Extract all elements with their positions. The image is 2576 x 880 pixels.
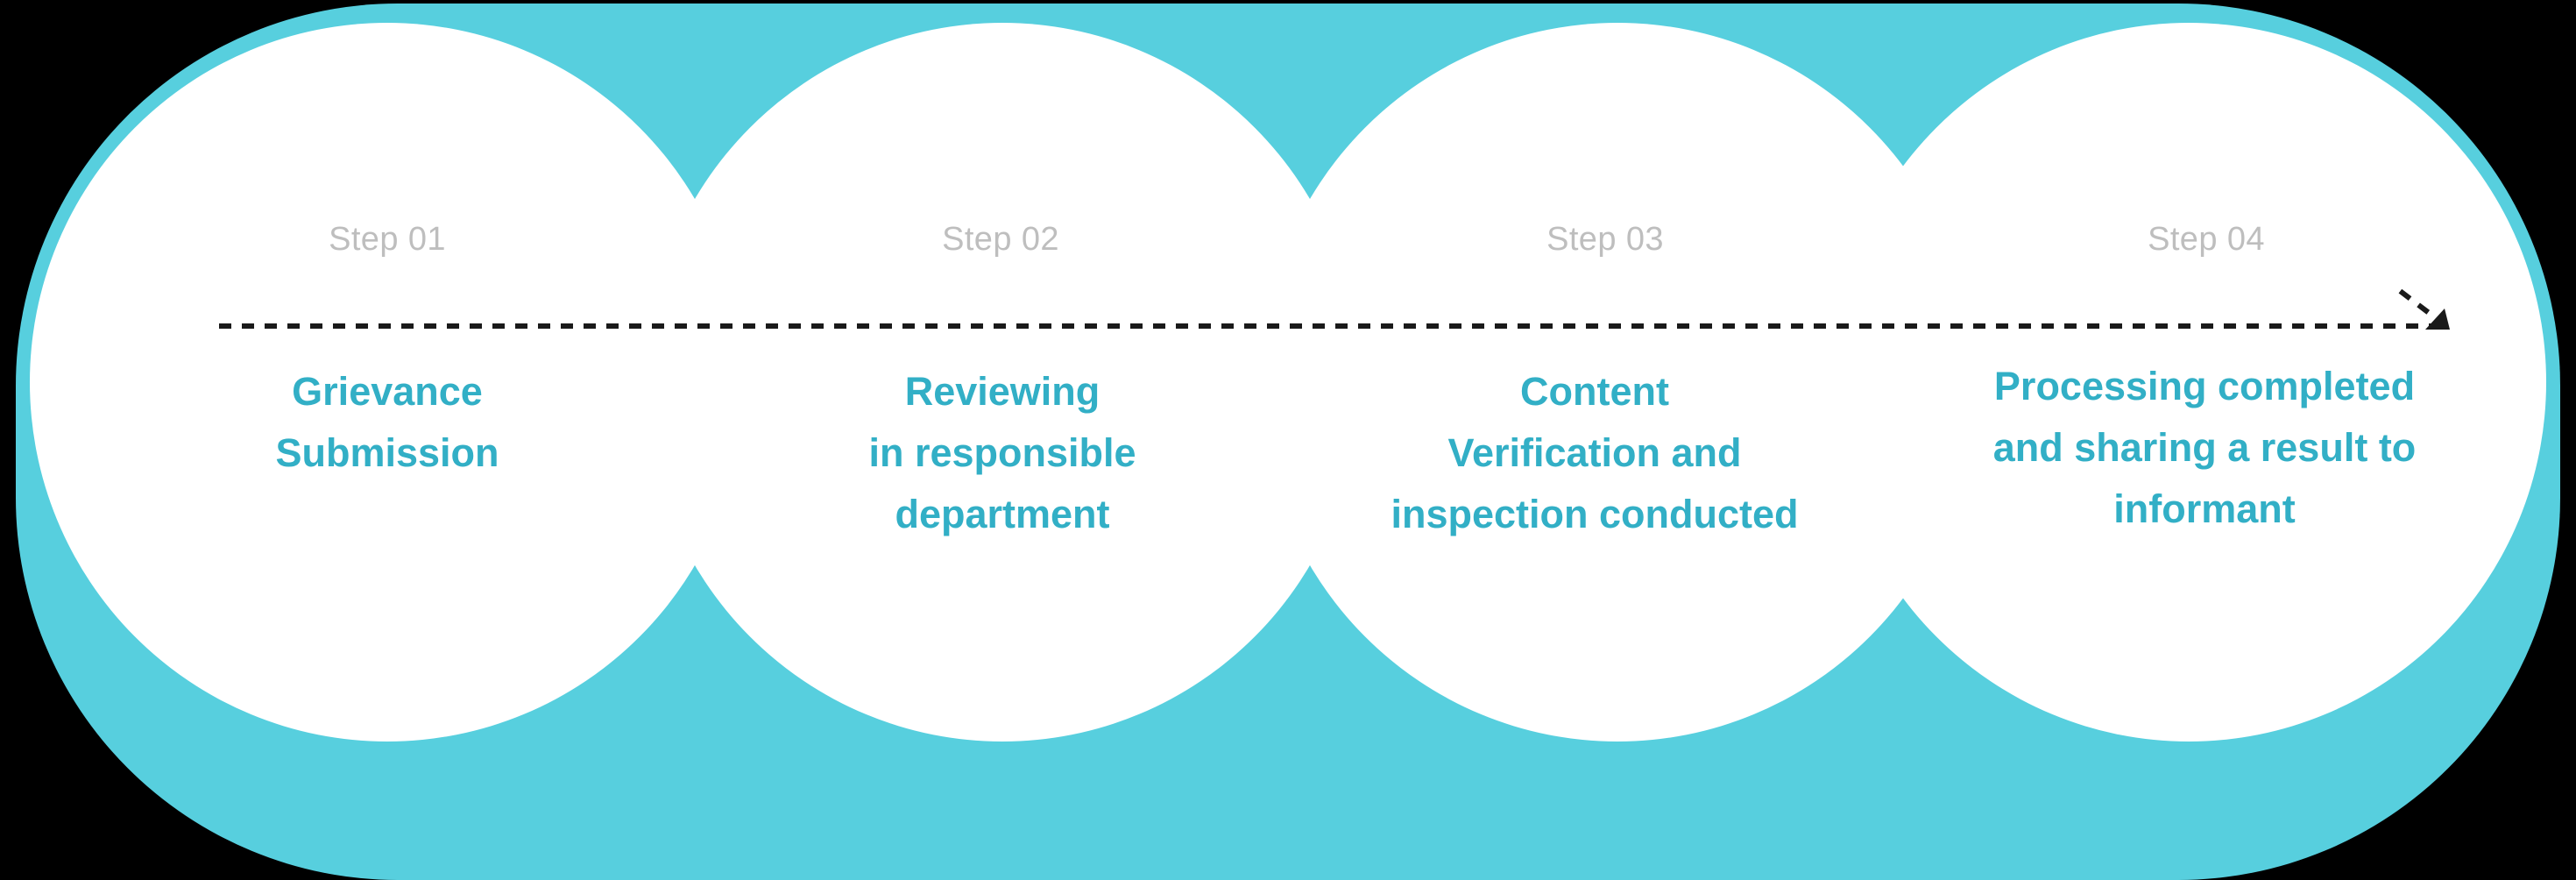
step-circle-1 xyxy=(30,23,745,742)
step-circle-4 xyxy=(1831,23,2546,742)
step-title-1: Grievance Submission xyxy=(107,372,668,473)
step-circle-2 xyxy=(645,23,1360,742)
step-title-4: Processing completed and sharing a resul… xyxy=(1924,366,2485,529)
step-label-1: Step 01 xyxy=(329,221,446,258)
step-title-1-line-2: Submission xyxy=(275,429,499,475)
step-title-2-line-2: in responsible xyxy=(868,429,1136,475)
process-flow-graphic: Step 01 Grievance Submission Step 02 Rev… xyxy=(0,4,2576,880)
step-label-2: Step 02 xyxy=(942,221,1059,258)
step-circles-row xyxy=(30,23,2546,742)
step-title-1-line-1: Grievance xyxy=(292,369,483,414)
step-title-2: Reviewing in responsible department xyxy=(722,372,1283,535)
progress-arrow xyxy=(0,289,2576,368)
step-title-4-line-3: informant xyxy=(2113,486,2296,531)
step-title-4-line-1: Processing completed xyxy=(1993,364,2416,408)
step-title-3-line-2: Verification and xyxy=(1447,429,1742,475)
step-content-layer: Step 01 Grievance Submission Step 02 Rev… xyxy=(107,221,2485,535)
step-title-3-line-3: inspection conducted xyxy=(1391,491,1799,536)
step-label-3: Step 03 xyxy=(1546,221,1664,258)
step-label-4: Step 04 xyxy=(2148,221,2265,258)
dotted-progress-arrow-icon xyxy=(219,289,2450,330)
step-title-4-line-2: and sharing a result to xyxy=(1992,424,2417,470)
step-title-3-line-1: Content xyxy=(1520,369,1669,414)
step-title-2-line-1: Reviewing xyxy=(904,369,1100,414)
step-title-3: Content Verification and inspection cond… xyxy=(1314,372,1875,535)
step-title-2-line-3: department xyxy=(895,491,1110,536)
